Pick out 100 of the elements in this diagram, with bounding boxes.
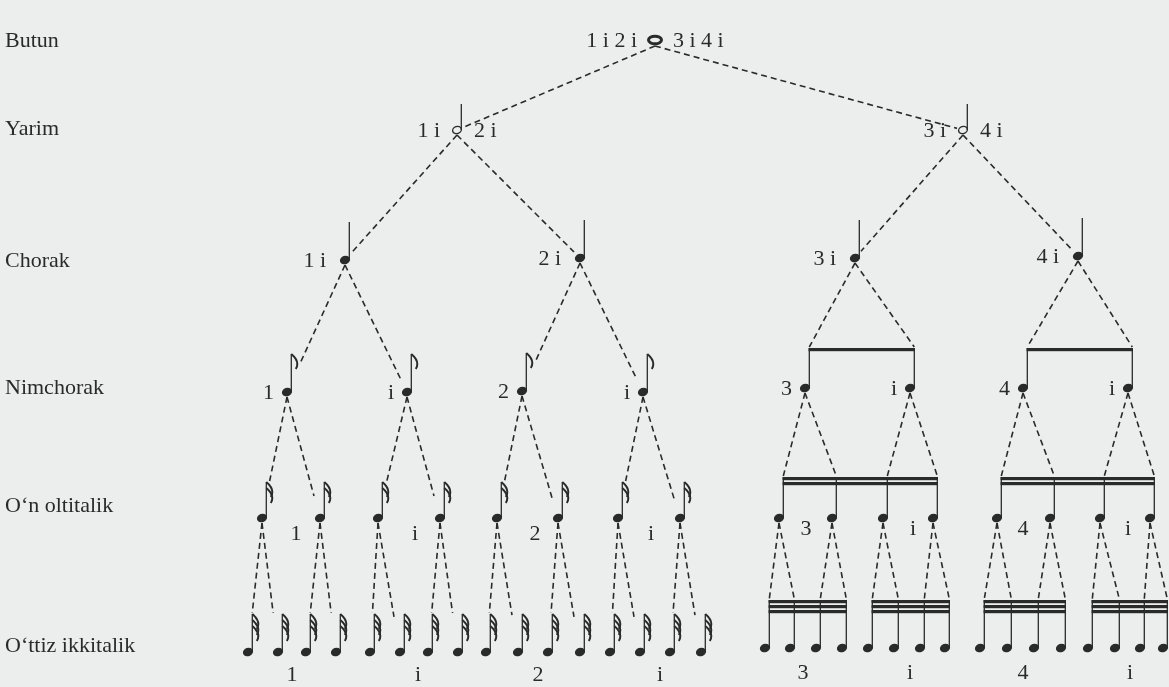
thirty-second-note [452,613,471,657]
eighth-note [1017,347,1029,393]
thirty-second-note [574,613,593,657]
dashed-connector [808,262,856,348]
beat-count-label: i [890,376,897,400]
dashed-connector [557,522,575,618]
level-name: O‘ttiz ikkitalik [5,633,136,657]
dashed-connector [1077,260,1134,348]
beat-count-label: i [1108,376,1115,400]
quarter-note [1072,217,1084,261]
beat-count-label: 3 i [813,246,836,270]
count-label: 3 [800,516,812,540]
thirty-second-note [512,613,531,657]
beat-count-label: 3 [781,376,792,400]
dashed-connector [406,396,435,497]
beat-count-label: i [387,380,394,404]
count-label: i [414,662,422,686]
dashed-connector [778,522,796,600]
beat-count-label: 2 i [474,118,497,142]
thirty-second-note [394,613,413,657]
beat-count-label: 3 i 4 i [673,28,724,52]
beat-count-label: 4 i [980,118,1003,142]
eighth-note [281,353,300,397]
dashed-connector [617,522,635,618]
dashed-connector [782,392,806,477]
dashed-connector [268,396,288,482]
sixteenth-note [674,481,693,523]
dashed-connector [456,134,575,253]
sixteenth-note [491,481,510,523]
count-label: 2 [529,521,541,545]
quarter-note [574,219,586,263]
dashed-connector [871,522,884,600]
dashed-connector [286,396,315,497]
dashed-connector [503,395,523,482]
quarter-note [339,221,351,265]
thirty-second-note [634,613,653,657]
dashed-connector [962,134,1073,251]
thirty-second-note [480,613,499,657]
count-label: 4 [1017,516,1029,540]
count-label: i [1124,516,1132,540]
dashed-connector [1127,392,1156,477]
dashed-connector [521,395,553,499]
dashed-connector [882,522,900,600]
level-name: Chorak [5,248,70,272]
thirty-second-note [759,599,771,653]
count-label: 1 [286,662,298,686]
level-name: Butun [5,28,59,52]
dashed-connector [261,522,274,614]
sixteenth-note [773,476,785,523]
dashed-connector [1049,522,1067,600]
beat-count-label: 2 [498,379,509,403]
beat-count-label: 4 [999,376,1010,400]
dashed-connector [624,396,644,482]
sixteenth-note [991,476,1003,523]
thirty-second-note [272,613,291,657]
dashed-connector [1103,392,1129,477]
sixteenth-note [372,481,391,523]
beat-count-label: 3 i [923,118,946,142]
dashed-connector [439,522,454,614]
thirty-second-note [422,613,441,657]
beat-count-label: i [623,380,630,404]
level-name: Yarim [5,116,59,140]
dashed-connector [462,45,656,129]
level-name: Nimchorak [5,375,104,399]
dashed-connector [804,392,838,477]
beat-count-label: 1 [263,380,274,404]
dashed-connector [1022,392,1056,477]
beat-count-label: 4 i [1036,244,1059,268]
count-label: i [656,662,664,686]
sixteenth-note [612,481,631,523]
eighth-note [401,353,420,397]
dashed-connector [299,264,346,365]
beat-count-label: 1 i [303,248,326,272]
dashed-connector [860,134,964,252]
sixteenth-note [434,481,453,523]
sixteenth-note [314,481,333,523]
thirty-second-note [542,613,561,657]
sixteenth-note [552,481,571,523]
dashed-connector [886,392,911,477]
thirty-second-note [242,613,261,657]
dashed-connector [377,522,395,618]
dashed-connector [319,522,332,614]
quarter-note [849,219,861,263]
half-note [451,103,463,135]
dashed-connector [1143,522,1151,600]
thirty-second-note [300,613,319,657]
thirty-second-note [974,599,986,653]
dashed-connector [1149,522,1169,600]
half-note [957,103,969,135]
dashed-connector [344,264,402,381]
dashed-connector [983,522,998,600]
thirty-second-note [330,613,349,657]
dashed-connector [496,522,513,616]
eighth-note [799,347,811,393]
thirty-second-note [364,613,383,657]
thirty-second-note [664,613,683,657]
dashed-connector [932,522,951,600]
dashed-connector [642,396,675,500]
beat-count-label: 2 i [538,246,561,270]
thirty-second-note [862,599,874,653]
